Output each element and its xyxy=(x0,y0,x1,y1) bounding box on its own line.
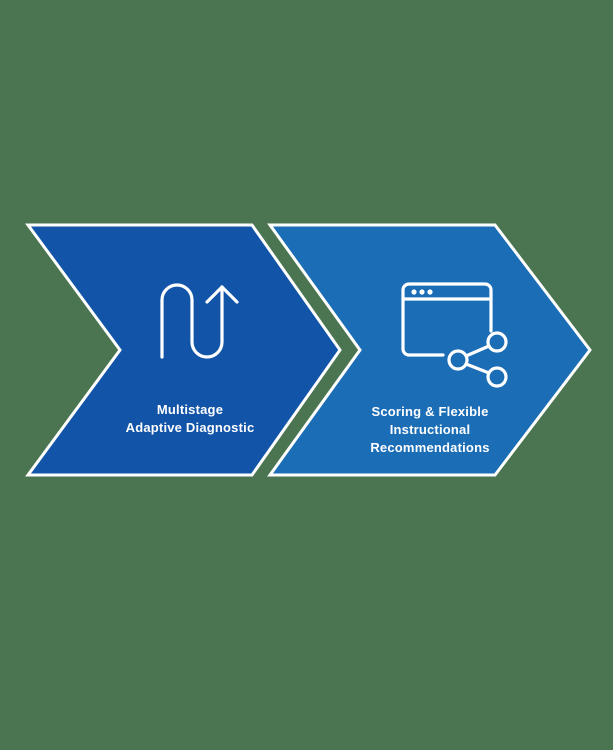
step-1-label-line-1: Multistage xyxy=(156,402,224,417)
step-2-label-line-2: Instructional xyxy=(389,422,471,437)
browser-window-share-icon xyxy=(401,282,508,388)
step-1-label-line-2: Adaptive Diagnostic xyxy=(125,420,255,435)
step-2-label: Scoring & Flexible Instructional Recomme… xyxy=(320,403,540,457)
u-turn-arrow-up-icon xyxy=(160,283,239,359)
chevron-step-2 xyxy=(267,223,592,477)
window-dots xyxy=(411,289,433,295)
step-1-label: Multistage Adaptive Diagnostic xyxy=(80,401,300,437)
step-2-label-line-1: Scoring & Flexible xyxy=(371,404,489,419)
chevron-step-1 xyxy=(25,223,342,477)
step-2-label-line-3: Recommendations xyxy=(370,440,490,455)
